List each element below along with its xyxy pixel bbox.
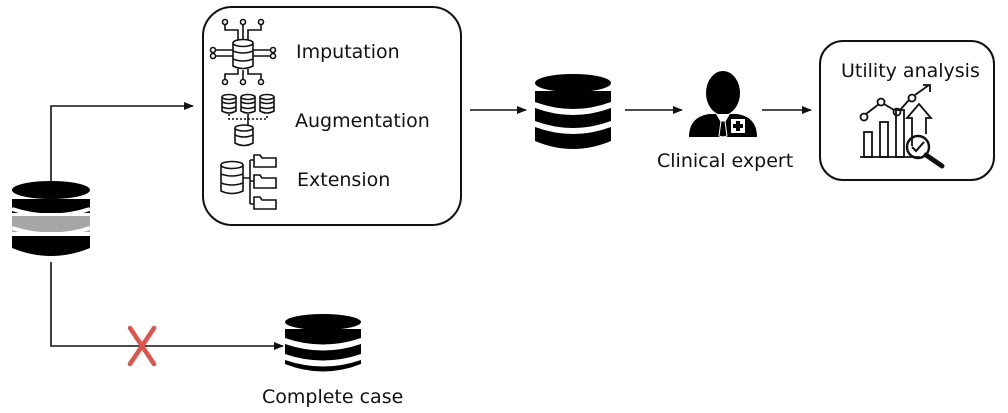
cross-icon bbox=[127, 325, 157, 367]
method-label-augmentation: Augmentation bbox=[295, 110, 430, 132]
database-network-icon bbox=[209, 18, 277, 86]
method-label-imputation: Imputation bbox=[296, 41, 400, 63]
arrow-to-methods bbox=[50, 102, 194, 182]
arrow-to-complete-case bbox=[50, 262, 284, 350]
database-icon bbox=[535, 74, 611, 149]
clinical-expert-label: Clinical expert bbox=[657, 150, 794, 172]
methods-box bbox=[202, 6, 462, 226]
database-folders-icon bbox=[220, 154, 277, 210]
connector-arrows bbox=[50, 102, 812, 350]
growth-chart-magnifier-icon bbox=[859, 84, 945, 169]
utility-analysis-title: Utility analysis bbox=[841, 60, 980, 82]
complete-case-database-icon bbox=[285, 314, 361, 372]
method-label-extension: Extension bbox=[297, 169, 391, 191]
doctor-icon bbox=[689, 71, 757, 138]
incomplete-database-icon bbox=[11, 181, 91, 256]
database-merge-icon bbox=[221, 93, 275, 147]
complete-case-label: Complete case bbox=[262, 386, 404, 408]
